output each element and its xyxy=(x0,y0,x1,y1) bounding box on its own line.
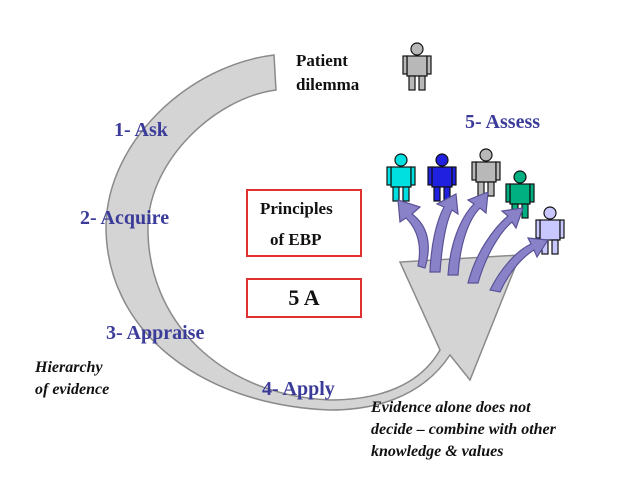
assess-person-icon-5 xyxy=(535,206,565,255)
patient-dilemma-line-2: dilemma xyxy=(296,75,360,94)
hierarchy-label: Hierarchy of evidence xyxy=(35,357,109,401)
curved-arrow-icon-3 xyxy=(447,191,489,276)
patient-dilemma-line-1: Patient xyxy=(296,51,348,70)
patient-person-icon xyxy=(402,42,432,91)
hierarchy-line-1: Hierarchy xyxy=(35,359,103,376)
assess-person-icon-2 xyxy=(427,153,457,202)
patient-dilemma-label: Patient dilemma xyxy=(296,49,359,97)
assess-person-icon-1 xyxy=(386,153,416,202)
step-assess-label: 5- Assess xyxy=(465,111,541,133)
step-apply-label: 4- Apply xyxy=(262,378,335,400)
principles-box: Principles of EBP xyxy=(246,189,362,257)
principles-line-1: Principles xyxy=(260,199,333,218)
cycle-arrow-icon xyxy=(105,54,522,411)
step-ask-label: 1- Ask xyxy=(114,119,168,141)
evidence-note: Evidence alone does not decide – combine… xyxy=(371,397,556,463)
hierarchy-line-2: of evidence xyxy=(35,381,110,398)
five-a-box: 5 A xyxy=(246,278,362,318)
evidence-note-line-2: decide – combine with other xyxy=(371,421,556,438)
step-appraise-label: 3- Appraise xyxy=(106,322,205,344)
assess-person-icon-3 xyxy=(471,148,501,197)
evidence-note-line-3: knowledge & values xyxy=(371,443,504,460)
principles-label: Principles of EBP xyxy=(260,197,333,252)
curved-arrow-icon-5 xyxy=(489,237,550,293)
evidence-note-line-1: Evidence alone does not xyxy=(371,399,531,416)
curved-arrow-icon-4 xyxy=(467,207,524,284)
principles-line-2: of EBP xyxy=(270,230,322,249)
curved-arrow-icon-2 xyxy=(429,193,459,273)
five-a-label: 5 A xyxy=(288,285,320,310)
step-acquire-label: 2- Acquire xyxy=(80,207,170,229)
curved-arrow-icon-1 xyxy=(397,199,429,269)
